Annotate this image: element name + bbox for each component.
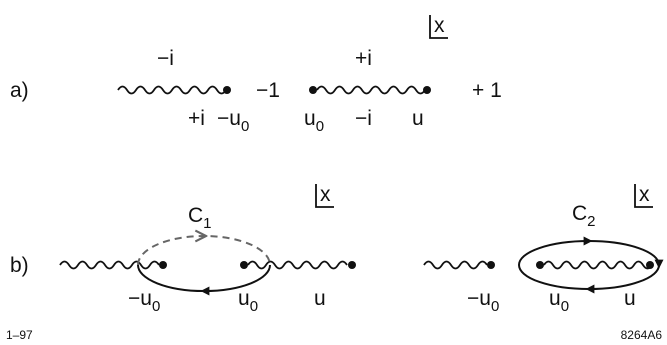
svg-text:u0: u0 [304,107,324,135]
row-b-right-wave-2 [543,260,653,270]
footer-figure-id: 8264A6 [621,328,663,342]
plane-label-top: x [429,14,448,39]
plane-label-b-right: x [634,183,653,208]
row-a-term1-endpoint [223,86,231,94]
contour-c1-lower [137,264,271,296]
contour-c2 [518,236,664,294]
svg-text:−i: −i [355,107,372,130]
svg-text:−u0: −u0 [128,287,160,315]
svg-text:+i: +i [188,107,205,130]
svg-text:−u0: −u0 [217,107,249,135]
contour-c1-label: C1 [188,204,212,232]
svg-text:x: x [639,183,650,206]
footer-date: 1–97 [6,328,33,342]
svg-text:x: x [434,14,445,37]
minus-one: −1 [256,79,280,102]
svg-text:−i: −i [157,47,174,70]
svg-text:+i: +i [355,47,372,70]
svg-text:u0: u0 [549,287,569,315]
svg-text:u: u [314,287,326,310]
row-b-left-wave-1 [59,260,160,270]
svg-text:u: u [412,107,424,130]
row-a-term2-wave [316,85,426,95]
svg-text:u: u [624,287,636,310]
contour-c2-label: C2 [572,202,596,230]
svg-text:u0: u0 [238,287,258,315]
row-b-label: b) [10,254,29,277]
plane-label-b-left: x [315,183,334,208]
svg-text:x: x [320,183,331,206]
row-a-term1-wave [117,85,227,95]
row-b-left-wave-2 [247,260,348,270]
row-a-label: a) [10,79,29,102]
contour-c1-upper [137,236,271,266]
svg-text:−u0: −u0 [467,287,499,315]
plus-one: + 1 [472,79,502,102]
row-b-right-wave-1 [423,260,488,270]
